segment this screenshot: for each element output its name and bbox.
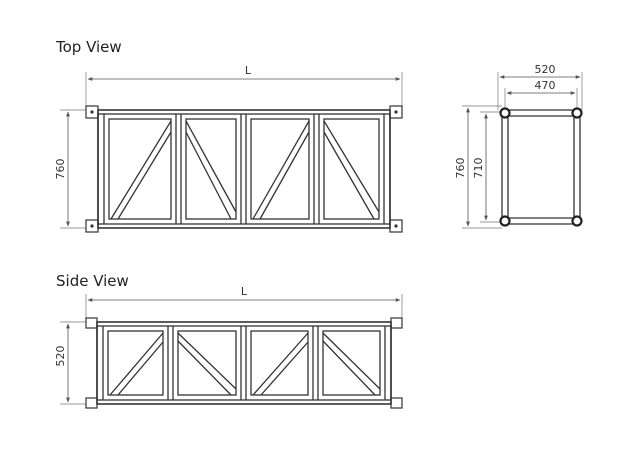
side-view-frame <box>96 321 392 405</box>
chord-node <box>571 107 583 119</box>
top-view-bays <box>108 114 380 224</box>
cross-section-frame <box>499 107 583 227</box>
chord-node <box>571 215 583 227</box>
side-view-length-dimension: L <box>85 285 403 320</box>
cross-section-inner-width-label: 470 <box>535 79 556 92</box>
side-view: Side View L 520 <box>54 272 403 409</box>
top-view-end-plates <box>85 105 403 233</box>
cross-section-height-dimensions: 760 710 <box>454 105 502 229</box>
cross-section-outer-height-label: 760 <box>454 158 467 179</box>
top-view-title: Top View <box>55 38 122 56</box>
side-view-height-dimension: 520 <box>54 321 92 405</box>
cross-section-outer-width-label: 520 <box>535 63 556 76</box>
cross-section-view: 520 470 760 710 <box>454 63 583 229</box>
cross-section-inner-height-label: 710 <box>472 158 485 179</box>
side-view-length-label: L <box>241 285 248 298</box>
top-view-height-label: 760 <box>54 159 67 180</box>
cross-section-width-dimensions: 520 470 <box>497 63 583 110</box>
side-view-title: Side View <box>56 272 129 290</box>
side-view-height-label: 520 <box>54 346 67 367</box>
chord-node <box>499 107 511 119</box>
top-view-length-dimension: L <box>85 64 403 108</box>
top-view-frame <box>97 109 391 229</box>
top-view: Top View L 760 <box>54 38 403 233</box>
top-view-height-dimension: 760 <box>54 109 92 229</box>
top-view-length-label: L <box>245 64 252 77</box>
chord-node <box>499 215 511 227</box>
side-view-bays <box>107 326 381 400</box>
